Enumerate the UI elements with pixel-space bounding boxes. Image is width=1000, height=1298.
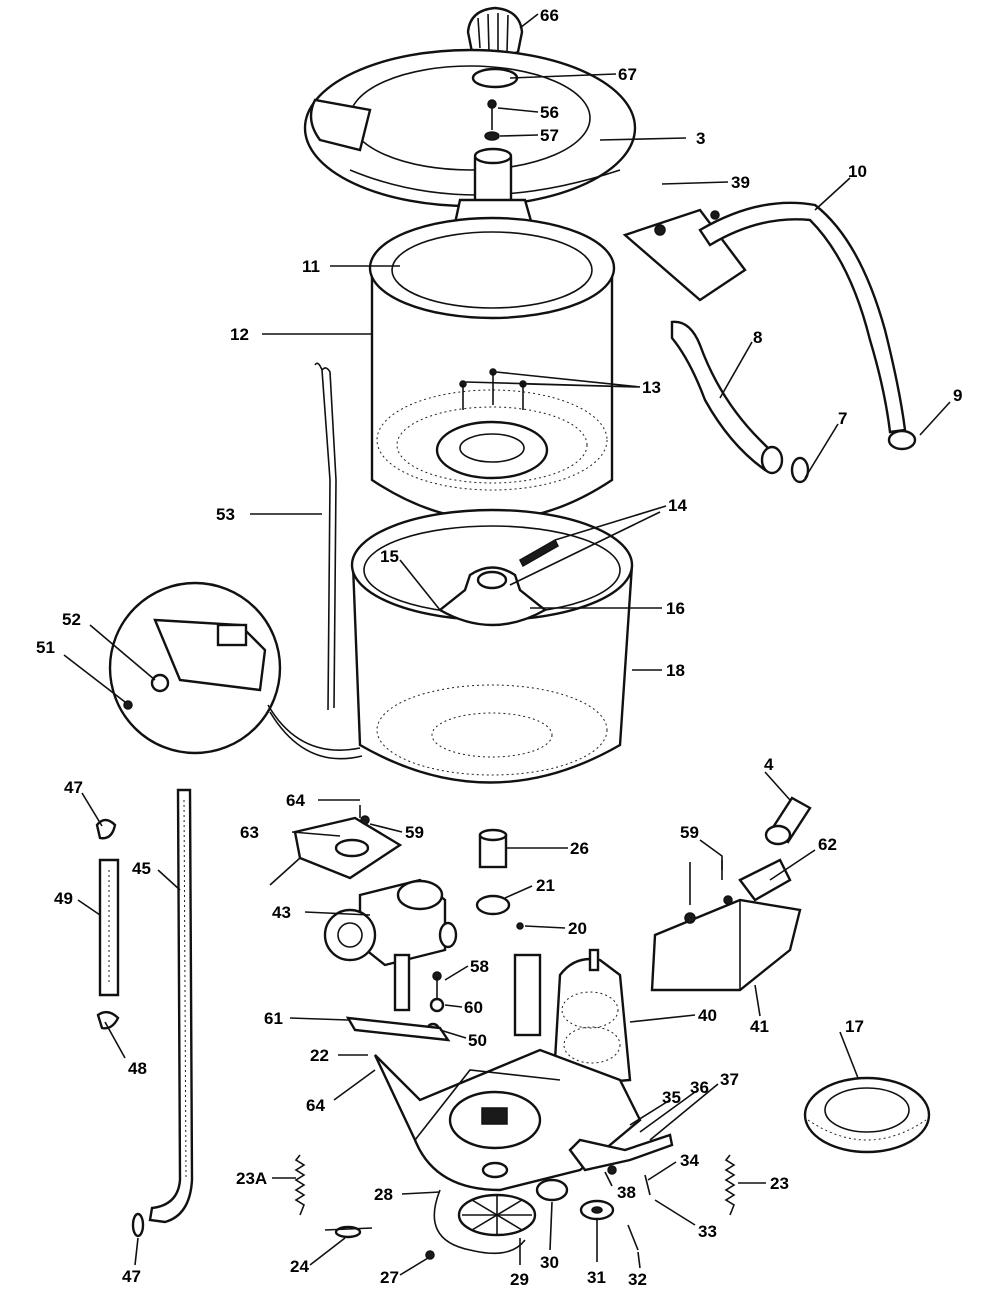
callout-58: 58 bbox=[470, 957, 489, 976]
lower-hardware bbox=[535, 1133, 674, 1251]
callout-53: 53 bbox=[216, 505, 235, 524]
callout-23A: 23A bbox=[236, 1169, 267, 1188]
callout-56: 56 bbox=[540, 103, 559, 122]
callout-48: 48 bbox=[128, 1059, 147, 1078]
callout-37: 37 bbox=[720, 1070, 739, 1089]
suspension-rod bbox=[314, 362, 337, 711]
callout-59: 59 bbox=[405, 823, 424, 842]
drain-pump bbox=[323, 878, 458, 1012]
callout-64-lower: 64 bbox=[306, 1096, 325, 1115]
callout-66: 66 bbox=[540, 6, 559, 25]
callout-47-lower: 47 bbox=[122, 1267, 141, 1286]
callout-39: 39 bbox=[731, 173, 750, 192]
callout-51: 51 bbox=[36, 638, 55, 657]
callout-47: 47 bbox=[64, 778, 83, 797]
pump-bracket-plate bbox=[269, 815, 403, 886]
callout-26: 26 bbox=[570, 839, 589, 858]
callout-4: 4 bbox=[764, 755, 774, 774]
callout-57: 57 bbox=[540, 126, 559, 145]
callout-34: 34 bbox=[680, 1151, 699, 1170]
drain-hose-short bbox=[670, 320, 917, 484]
callout-64: 64 bbox=[286, 791, 305, 810]
callout-63: 63 bbox=[240, 823, 259, 842]
cap-tube bbox=[764, 796, 812, 846]
callout-41: 41 bbox=[750, 1017, 769, 1036]
callout-62: 62 bbox=[818, 835, 837, 854]
callout-30: 30 bbox=[540, 1253, 559, 1272]
callout-59-right: 59 bbox=[680, 823, 699, 842]
callout-labels: 66 67 56 57 3 39 10 11 12 8 13 9 7 53 14… bbox=[36, 6, 962, 1289]
outer-tub bbox=[350, 508, 634, 784]
spin-basket bbox=[368, 216, 616, 522]
cover-bracket bbox=[650, 858, 802, 992]
callout-60: 60 bbox=[464, 998, 483, 1017]
callout-32: 32 bbox=[628, 1270, 647, 1289]
detail-inset-circle bbox=[108, 581, 363, 760]
snubber-ring bbox=[803, 1076, 931, 1154]
callout-11: 11 bbox=[302, 257, 320, 276]
callout-50: 50 bbox=[468, 1031, 487, 1050]
callout-8: 8 bbox=[753, 328, 762, 347]
lid-ring bbox=[303, 48, 637, 208]
drive-belt bbox=[425, 1189, 526, 1260]
callout-20: 20 bbox=[568, 919, 587, 938]
tub-seal-spring bbox=[509, 511, 661, 586]
callout-29: 29 bbox=[510, 1270, 529, 1289]
clutch-hub bbox=[475, 828, 524, 930]
callout-22: 22 bbox=[310, 1046, 329, 1065]
callout-12: 12 bbox=[230, 325, 249, 344]
callout-17: 17 bbox=[845, 1017, 864, 1036]
callout-36: 36 bbox=[690, 1078, 709, 1097]
callout-24: 24 bbox=[290, 1257, 309, 1276]
callout-61: 61 bbox=[264, 1009, 283, 1028]
callout-33: 33 bbox=[698, 1222, 717, 1241]
callout-14: 14 bbox=[668, 496, 687, 515]
drain-hose-long bbox=[148, 788, 194, 1224]
callout-31: 31 bbox=[587, 1268, 606, 1287]
callout-67: 67 bbox=[618, 65, 637, 84]
callout-9: 9 bbox=[953, 386, 962, 405]
callout-15: 15 bbox=[380, 547, 399, 566]
callout-38: 38 bbox=[617, 1183, 636, 1202]
pulley bbox=[457, 1193, 537, 1237]
callout-28: 28 bbox=[374, 1185, 393, 1204]
callout-21: 21 bbox=[536, 876, 555, 895]
callout-18: 18 bbox=[666, 661, 685, 680]
callout-52: 52 bbox=[62, 610, 81, 629]
callout-27: 27 bbox=[380, 1268, 399, 1287]
callout-49: 49 bbox=[54, 889, 73, 908]
small-hardware bbox=[345, 971, 451, 1042]
hose-clamp-and-hose bbox=[95, 818, 145, 1238]
callout-45: 45 bbox=[132, 859, 151, 878]
callout-35: 35 bbox=[662, 1088, 681, 1107]
callout-13: 13 bbox=[642, 378, 661, 397]
callout-40: 40 bbox=[698, 1006, 717, 1025]
callout-16: 16 bbox=[666, 599, 685, 618]
leader-lines bbox=[63, 13, 951, 1276]
fill-hose bbox=[622, 201, 907, 434]
callout-10: 10 bbox=[848, 162, 867, 181]
callout-7: 7 bbox=[838, 409, 847, 428]
callout-23: 23 bbox=[770, 1174, 789, 1193]
callout-43: 43 bbox=[272, 903, 291, 922]
springs bbox=[294, 1154, 736, 1239]
callout-3: 3 bbox=[696, 129, 705, 148]
agitator-bolt bbox=[484, 99, 500, 141]
